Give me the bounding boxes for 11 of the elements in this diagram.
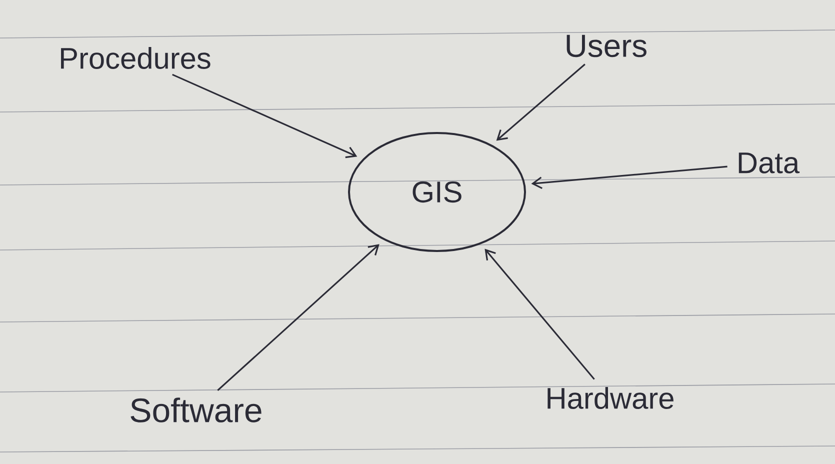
node-label: Users bbox=[566, 34, 646, 58]
arrow bbox=[531, 166, 728, 189]
node-label: Hardware bbox=[548, 387, 674, 409]
arrow bbox=[484, 248, 595, 380]
arrow bbox=[496, 64, 586, 141]
arrow bbox=[172, 74, 358, 158]
ellipse-node: GIS bbox=[348, 132, 526, 252]
arrow bbox=[217, 244, 380, 391]
node-label: Data bbox=[738, 152, 800, 174]
node-label: Procedures bbox=[61, 47, 210, 69]
node-label: Software bbox=[130, 398, 262, 422]
